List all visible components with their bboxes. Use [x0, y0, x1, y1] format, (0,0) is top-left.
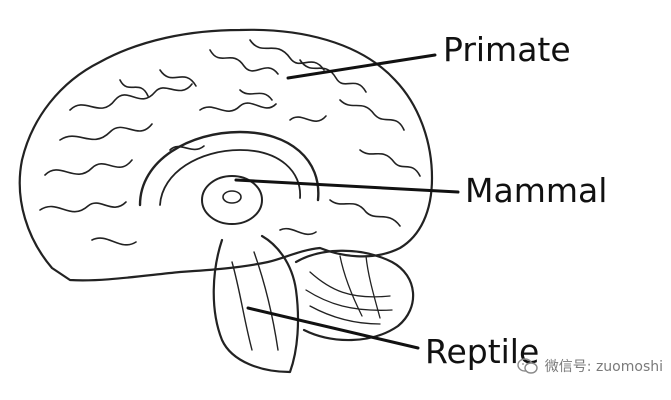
primate-pointer-line: [286, 53, 437, 80]
reptile-label: Reptile: [425, 332, 540, 371]
watermark: 微信号: zuomoshi: [517, 354, 663, 378]
watermark-text: 微信号: zuomoshi: [544, 359, 663, 375]
cerebellum: [294, 249, 415, 342]
mammal-pointer-line: [234, 178, 460, 194]
brainstem: [212, 234, 300, 374]
cortex-outline: [18, 28, 434, 282]
cortex-folds: [39, 39, 421, 246]
reptile-pointer-line: [246, 306, 420, 350]
thalamus: [201, 175, 263, 225]
wechat-icon: [517, 358, 538, 374]
primate-label: Primate: [443, 30, 571, 69]
mammal-label: Mammal: [465, 171, 608, 210]
corpus-callosum: [138, 130, 320, 207]
